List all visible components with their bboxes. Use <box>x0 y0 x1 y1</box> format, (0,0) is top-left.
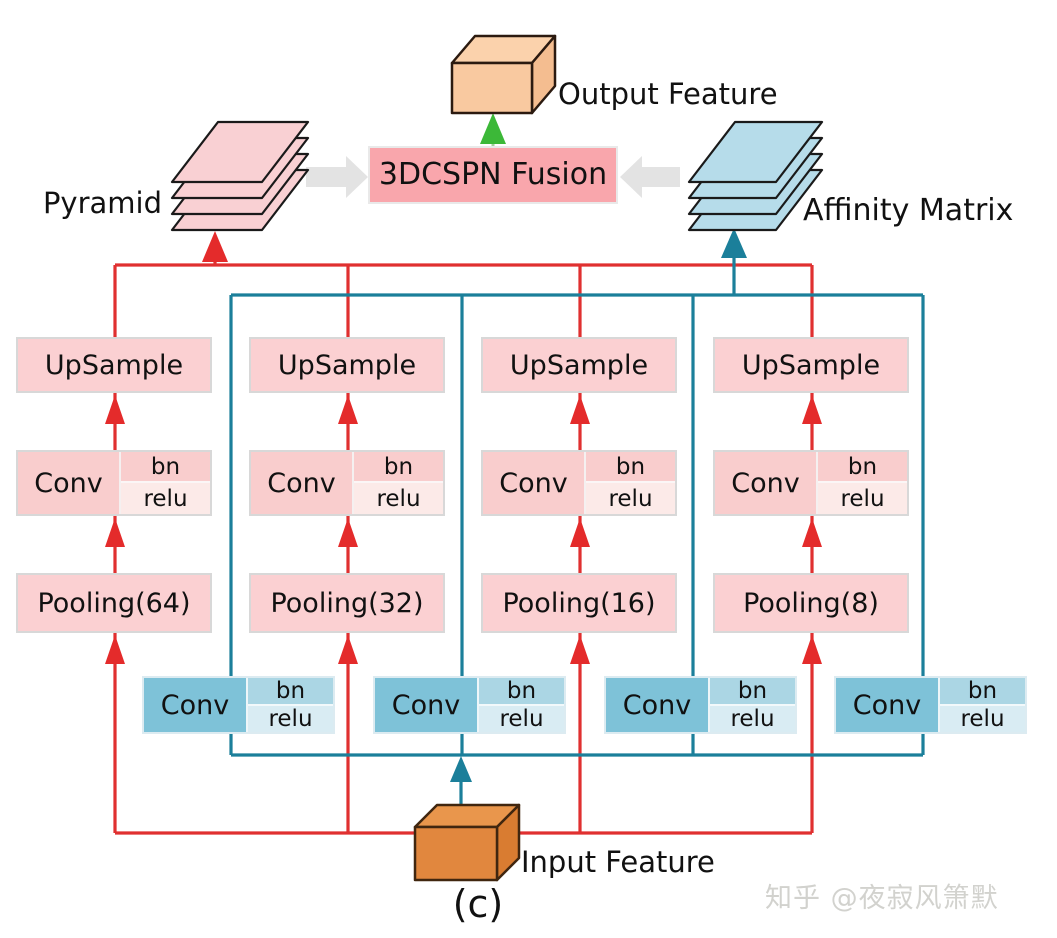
conv-cell: Conv <box>483 452 586 514</box>
pooling-label: Pooling(32) <box>270 587 424 619</box>
relu-cell: relu <box>248 706 333 732</box>
input-conv-block-2: Conv bn relu <box>373 676 566 734</box>
arrowhead-up-icon <box>802 518 822 547</box>
figure-caption: (c) <box>452 882 504 926</box>
arrowhead-up-icon <box>570 395 590 424</box>
bn-cell: bn <box>248 678 333 706</box>
output-feature-box <box>450 34 557 115</box>
arrowhead-up-icon <box>450 756 472 782</box>
green-arrowhead-up-icon <box>480 113 506 144</box>
conv-bn-relu-block-2: Conv bn relu <box>249 450 445 516</box>
conv-cell: Conv <box>606 678 710 732</box>
pyramid-stack <box>170 120 310 232</box>
input-conv-block-1: Conv bn relu <box>142 676 335 734</box>
arrowhead-up-icon <box>105 518 125 547</box>
arrowhead-up-icon <box>570 635 590 664</box>
pooling-box-4: Pooling(8) <box>713 573 909 633</box>
conv-cell: Conv <box>144 678 248 732</box>
conv-bn-relu-block-1: Conv bn relu <box>16 450 212 516</box>
input-box-front-face <box>413 825 499 882</box>
arrowhead-up-icon <box>338 518 358 547</box>
conv-cell: Conv <box>715 452 818 514</box>
relu-cell: relu <box>479 706 564 732</box>
relu-cell: relu <box>121 483 210 514</box>
relu-cell: relu <box>940 706 1025 732</box>
input-feature-box <box>413 803 521 882</box>
watermark: 知乎 @夜寂风箫默 <box>765 883 999 914</box>
arrowhead-up-icon <box>105 635 125 664</box>
relu-cell: relu <box>586 483 675 514</box>
output-feature-label: Output Feature <box>558 77 778 111</box>
bn-cell: bn <box>586 452 675 483</box>
pooling-box-1: Pooling(64) <box>16 573 212 633</box>
affinity-stack <box>687 120 824 232</box>
pooling-label: Pooling(64) <box>37 587 191 619</box>
bn-cell: bn <box>121 452 210 483</box>
gray-arrow-left-icon <box>620 156 680 198</box>
upsample-box-1: UpSample <box>16 337 212 393</box>
pooling-box-2: Pooling(32) <box>249 573 445 633</box>
affinity-sheet <box>687 120 824 184</box>
upsample-label: UpSample <box>509 349 649 381</box>
teal-arrowheads <box>450 228 747 782</box>
input-feature-label: Input Feature <box>521 845 715 879</box>
arrowhead-up-icon <box>338 395 358 424</box>
pooling-label: Pooling(16) <box>502 587 656 619</box>
conv-cell: Conv <box>375 678 479 732</box>
conv-cell: Conv <box>251 452 354 514</box>
fusion-label: 3DCSPN Fusion <box>378 157 608 192</box>
arrowhead-up-icon <box>202 231 228 262</box>
input-conv-block-4: Conv bn relu <box>834 676 1027 734</box>
arrowhead-up-icon <box>105 395 125 424</box>
arrowhead-up-icon <box>802 635 822 664</box>
gray-arrow-right-icon <box>306 156 368 198</box>
red-arrowheads <box>105 231 822 664</box>
output-box-front-face <box>450 61 534 115</box>
conv-cell: Conv <box>836 678 940 732</box>
upsample-box-3: UpSample <box>481 337 677 393</box>
bn-cell: bn <box>710 678 795 706</box>
arrowhead-up-icon <box>570 518 590 547</box>
arrowhead-up-icon <box>802 395 822 424</box>
pyramid-label: Pyramid <box>42 186 162 220</box>
upsample-box-2: UpSample <box>249 337 445 393</box>
pooling-box-3: Pooling(16) <box>481 573 677 633</box>
bn-cell: bn <box>479 678 564 706</box>
relu-cell: relu <box>710 706 795 732</box>
pooling-label: Pooling(8) <box>743 587 879 619</box>
conv-cell: Conv <box>18 452 121 514</box>
relu-cell: relu <box>818 483 907 514</box>
bn-cell: bn <box>940 678 1025 706</box>
input-conv-block-3: Conv bn relu <box>604 676 797 734</box>
conv-bn-relu-block-4: Conv bn relu <box>713 450 909 516</box>
upsample-label: UpSample <box>277 349 417 381</box>
upsample-label: UpSample <box>44 349 184 381</box>
bn-cell: bn <box>354 452 443 483</box>
pyramid-sheet <box>170 120 310 184</box>
relu-cell: relu <box>354 483 443 514</box>
upsample-box-4: UpSample <box>713 337 909 393</box>
affinity-matrix-label: Affinity Matrix <box>803 193 1014 228</box>
arrowhead-up-icon <box>338 635 358 664</box>
upsample-label: UpSample <box>741 349 881 381</box>
conv-bn-relu-block-3: Conv bn relu <box>481 450 677 516</box>
bn-cell: bn <box>818 452 907 483</box>
fusion-box: 3DCSPN Fusion <box>368 146 618 204</box>
arrowhead-up-icon <box>721 228 747 258</box>
